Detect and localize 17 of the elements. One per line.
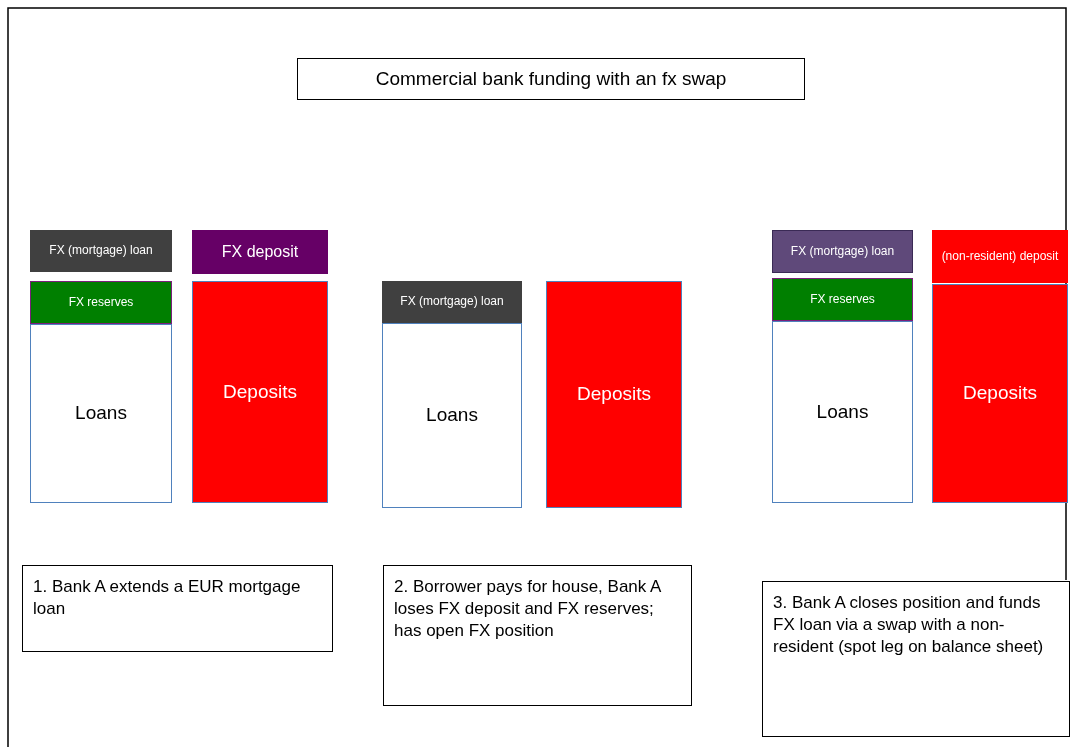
balance-sheet-item: FX (mortgage) loan: [30, 230, 172, 272]
balance-sheet-item: Deposits: [546, 281, 682, 508]
balance-sheet-item: Deposits: [932, 284, 1068, 503]
balance-sheet-item: FX reserves: [772, 278, 913, 321]
title: Commercial bank funding with an fx swap: [297, 58, 805, 100]
balance-sheet-item: FX deposit: [192, 230, 328, 274]
balance-sheet-item: Loans: [382, 323, 522, 508]
balance-sheet-item: (non-resident) deposit: [932, 230, 1068, 283]
step-note: 3. Bank A closes position and funds FX loan via a swap with a non-resident (spot leg on balance sheet): [762, 581, 1070, 737]
balance-sheet-item: Loans: [772, 321, 913, 503]
balance-sheet-item: FX (mortgage) loan: [382, 281, 522, 323]
balance-sheet-item: Loans: [30, 324, 172, 503]
balance-sheet-item: FX reserves: [30, 281, 172, 324]
step-note: 1. Bank A extends a EUR mortgage loan: [22, 565, 333, 652]
balance-sheet-item: FX (mortgage) loan: [772, 230, 913, 273]
step-note: 2. Borrower pays for house, Bank A loses FX deposit and FX reserves; has open FX position: [383, 565, 692, 706]
balance-sheet-item: Deposits: [192, 281, 328, 503]
